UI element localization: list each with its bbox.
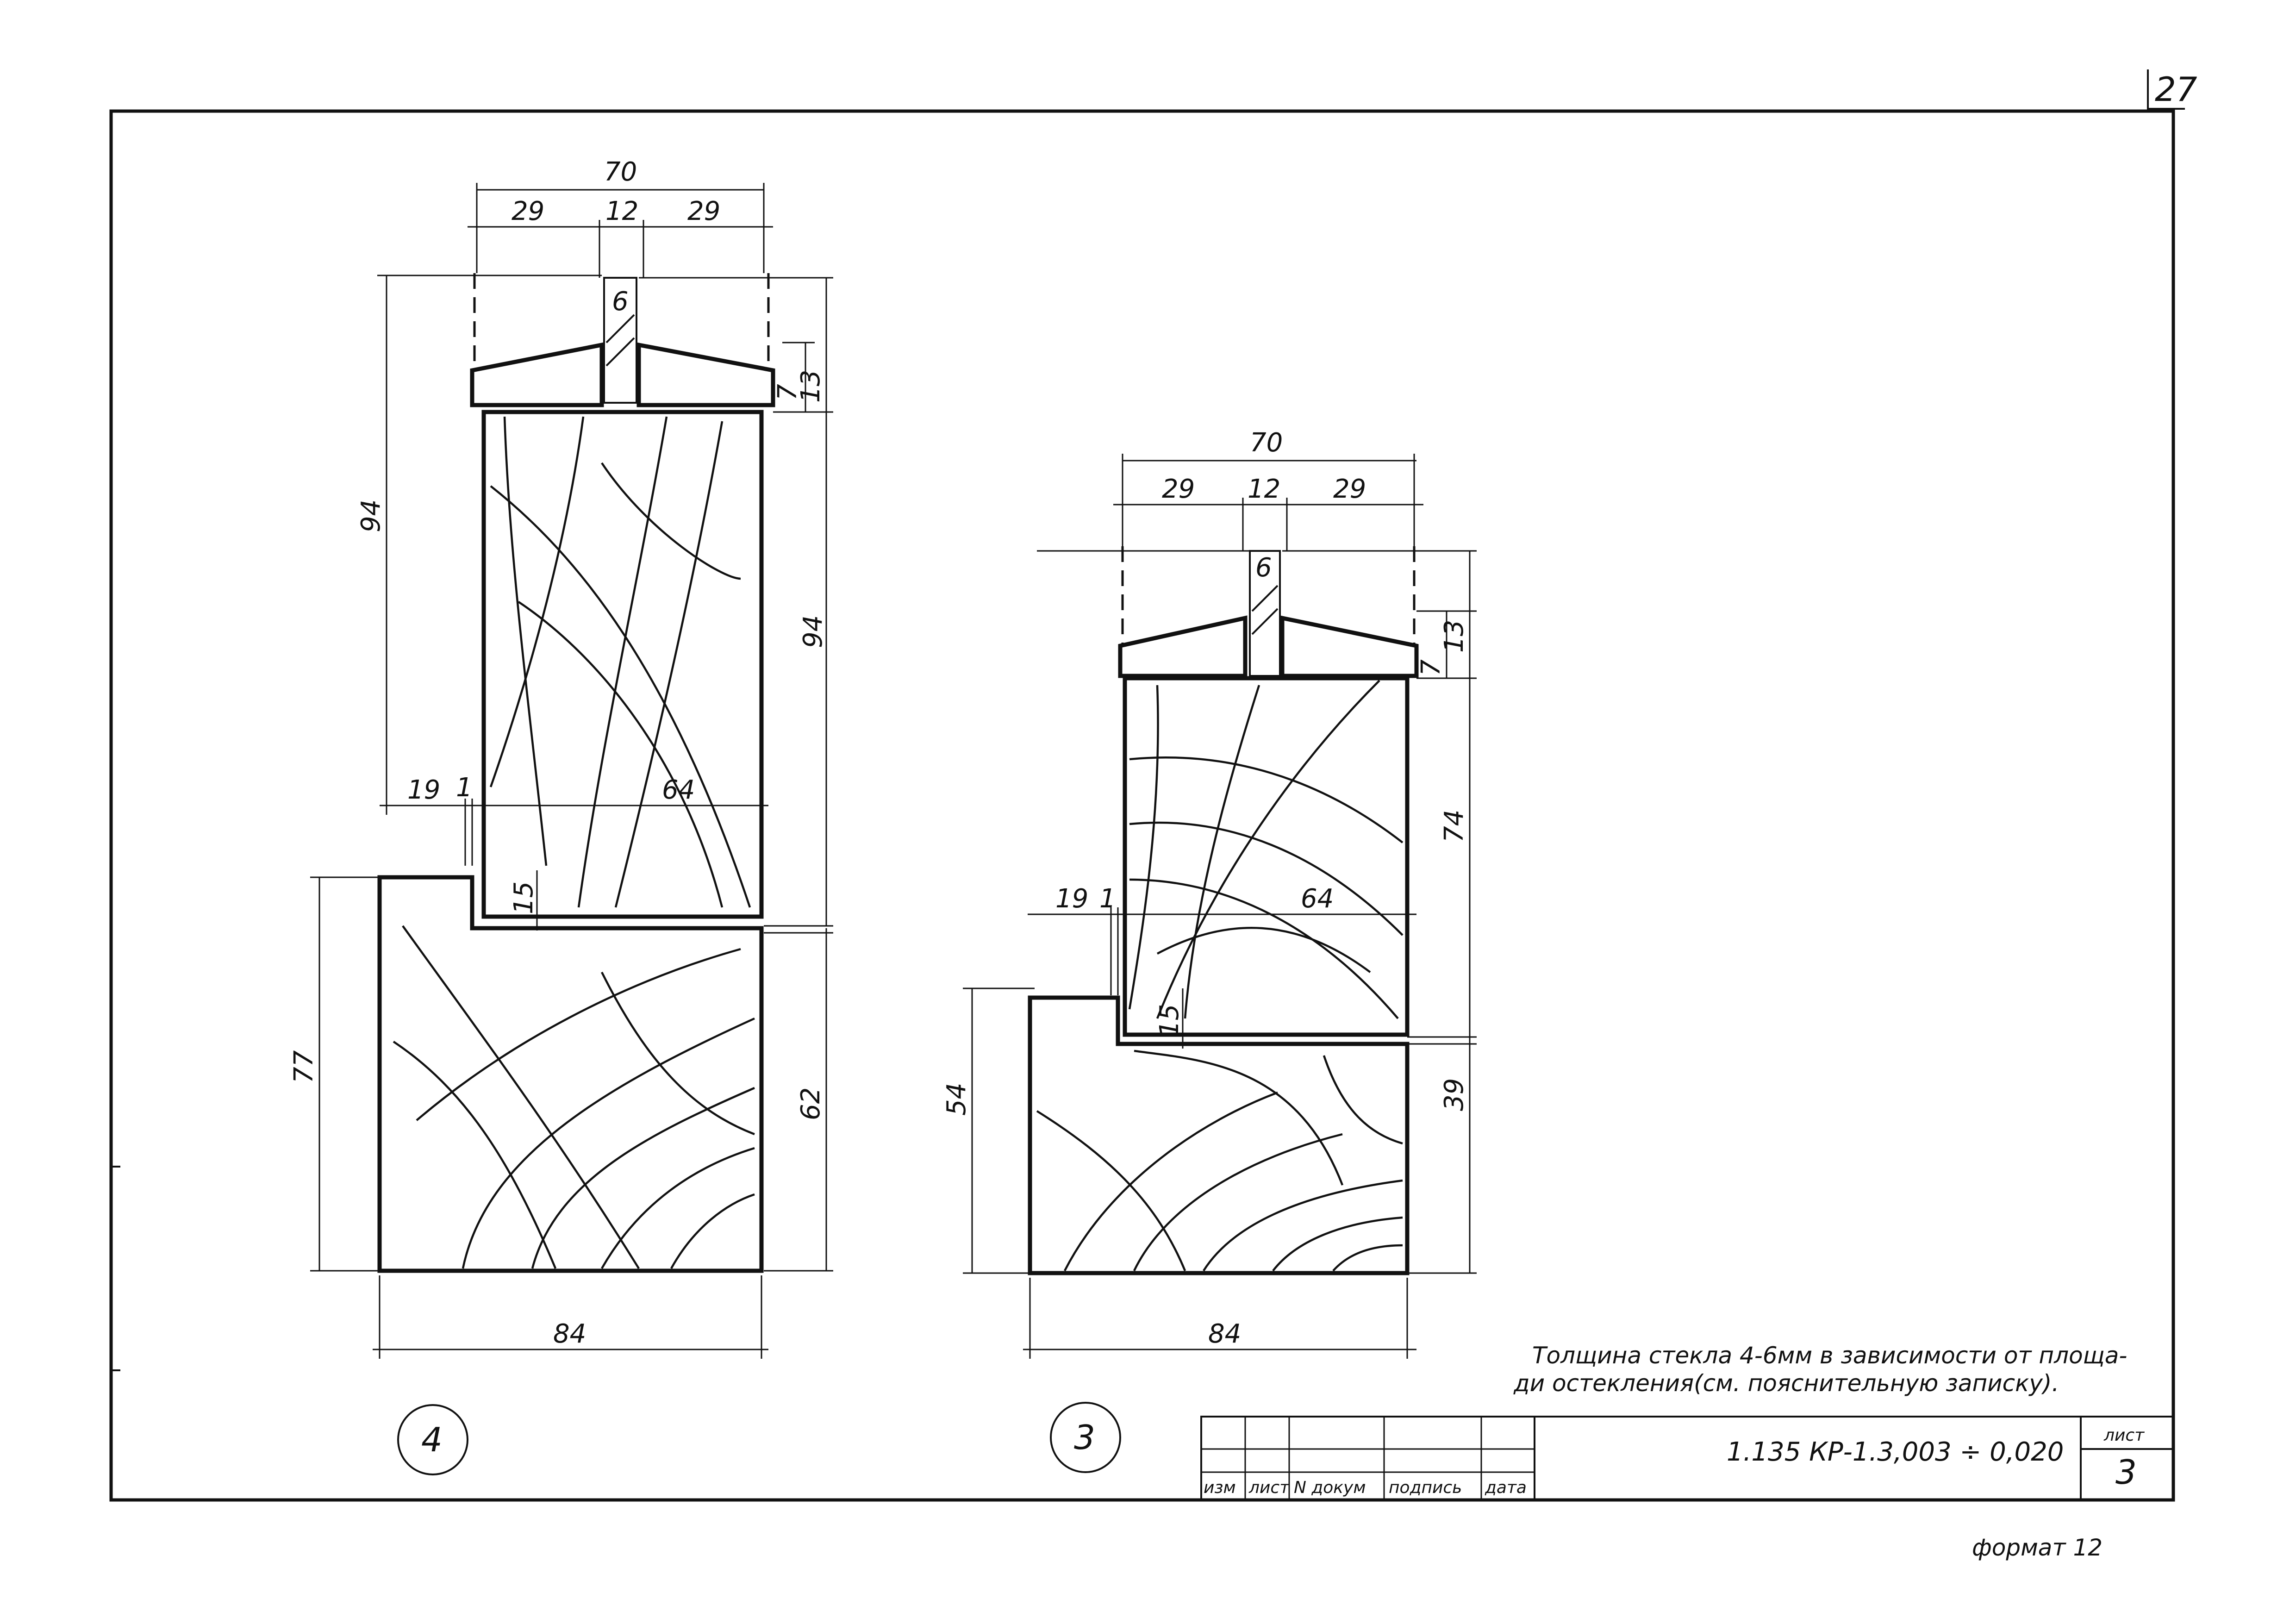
glass-note-line1: Толщина стекла 4-6мм в зависимости от пл…	[1532, 1342, 2127, 1369]
dim-4-frame-height-right: 62	[796, 1087, 826, 1120]
detail-3-label: 3	[1074, 1418, 1095, 1457]
dim-4-overall-top: 70	[604, 157, 637, 187]
grain-3h	[1036, 1110, 1186, 1271]
tb-header-date: дата	[1485, 1478, 1527, 1497]
grain-4i	[416, 948, 741, 1121]
grain-4a	[503, 416, 548, 866]
page-number: 27	[2155, 70, 2197, 109]
glass-note-line2: ди остекления(см. пояснительную записку)…	[1513, 1370, 2059, 1397]
glass-pane-4	[603, 277, 637, 404]
grain-4c	[577, 416, 668, 908]
grain-3b	[1129, 756, 1404, 843]
title-block-outline	[1200, 1416, 2174, 1501]
grain-3f	[1184, 685, 1260, 1019]
detail-4-label-circle	[397, 1404, 468, 1475]
glazing-bead-3b	[1280, 615, 1419, 678]
detail-4-label: 4	[421, 1420, 443, 1459]
grain-4f	[518, 601, 724, 908]
frame-body-3	[1028, 995, 1410, 1275]
frame-body-4	[377, 875, 764, 1273]
dim-4-bead-7: 7	[773, 384, 803, 400]
dim-3-rebate-19: 19	[1055, 884, 1088, 914]
grain-3i	[1063, 1091, 1278, 1272]
glass-hatch-3b	[1251, 608, 1279, 635]
grain-4h	[402, 925, 640, 1269]
drawing-frame	[109, 109, 2175, 1502]
grain-4k	[531, 1087, 755, 1269]
tb-header-ndoc: N докум	[1294, 1478, 1366, 1497]
detail-3-label-circle	[1050, 1402, 1121, 1473]
dim-3-bead-7: 7	[1416, 659, 1446, 676]
grain-4d	[614, 421, 724, 908]
dim-3-bead-13: 13	[1439, 620, 1469, 653]
grain-3n	[1134, 1049, 1344, 1186]
dim-4-sash-width: 64	[662, 775, 695, 805]
grain-3m	[1332, 1244, 1403, 1272]
dim-4-top-left: 29	[512, 196, 544, 226]
tb-sheet-number: 3	[2115, 1453, 2137, 1492]
grain-3e	[1156, 680, 1380, 1019]
dim-3-top-right: 29	[1333, 474, 1366, 504]
glazing-bead-3	[1118, 615, 1248, 678]
dim-3-height-right: 74	[1439, 810, 1469, 843]
glazing-bead-4b	[636, 342, 775, 407]
dim-3-frame-height-right: 39	[1439, 1078, 1469, 1111]
grain-3k	[1203, 1179, 1403, 1272]
dim-4-top-right: 29	[687, 196, 720, 226]
tb-document-code: 1.135 КР-1.3,003 ÷ 0,020	[1727, 1437, 2064, 1467]
dim-4-rebate-19: 19	[407, 775, 440, 805]
grain-4g	[601, 462, 741, 580]
dim-3-rebate-15: 15	[1154, 1004, 1185, 1037]
dim-4-frame-height-left: 77	[289, 1050, 319, 1083]
detail-3: 70 29 12 29 6 13 7 74 39 19 1 64 15	[942, 428, 1477, 1473]
sash-body-3	[1123, 676, 1410, 1037]
grain-3g	[1156, 927, 1371, 973]
glass-pane-3	[1249, 550, 1281, 677]
grain-4n	[600, 971, 755, 1136]
dim-4-rebate-1: 1	[456, 773, 473, 803]
dim-4-bottom-width: 84	[553, 1319, 586, 1349]
tb-header-izm: изм	[1204, 1478, 1236, 1497]
dim-3-top-mid: 12	[1248, 474, 1280, 504]
glazing-bead-4	[470, 342, 604, 407]
grain-3a	[1128, 685, 1159, 1010]
dim-3-frame-height-left: 54	[942, 1083, 972, 1116]
grain-4e	[490, 485, 751, 908]
tb-header-signature: подпись	[1389, 1478, 1462, 1497]
grain-4m	[670, 1193, 755, 1269]
sash-body-4	[481, 410, 764, 919]
glass-hatch-4b	[605, 337, 635, 367]
grain-3j	[1133, 1133, 1343, 1271]
tb-sheet-label: лист	[2103, 1426, 2145, 1445]
grain-4o	[393, 1041, 557, 1269]
title-block: изм лист N докум подпись дата 1.135 КР-1…	[1200, 1416, 2174, 1501]
grain-3c	[1129, 821, 1404, 936]
dim-4-height-right: 94	[798, 615, 828, 648]
dim-3-top-left: 29	[1162, 474, 1195, 504]
dim-3-rebate-1: 1	[1099, 884, 1116, 914]
grain-3o	[1323, 1055, 1403, 1145]
dim-4-top-mid: 12	[605, 196, 638, 226]
dim-4-rebate-15: 15	[509, 881, 539, 914]
grain-3l	[1272, 1216, 1403, 1272]
dim-3-sash-width: 64	[1301, 884, 1334, 914]
dim-3-glass: 6	[1255, 553, 1272, 583]
dim-4-glass: 6	[612, 287, 629, 317]
format-note: формат 12	[1972, 1534, 2103, 1561]
detail-4: 70 29 12 29 6 94 94 13 7 19 1 64 15	[289, 157, 833, 1475]
dim-3-bottom-width: 84	[1208, 1319, 1241, 1349]
grain-4l	[601, 1147, 755, 1269]
glass-hatch-4	[605, 314, 635, 344]
glass-hatch-3	[1251, 585, 1279, 612]
dim-4-height-left: 94	[356, 500, 386, 532]
dim-4-bead-13: 13	[796, 370, 826, 403]
dim-3-overall-top: 70	[1250, 428, 1283, 458]
tb-header-list: лист	[1248, 1478, 1290, 1497]
grain-4j	[462, 1017, 755, 1269]
